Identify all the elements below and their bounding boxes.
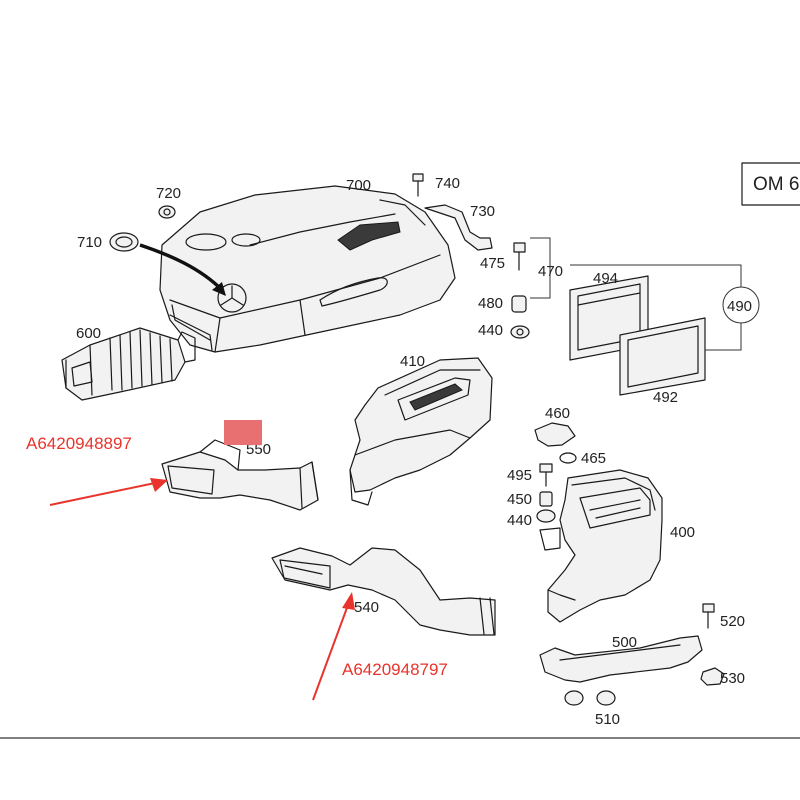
label-540: 540 (354, 599, 379, 616)
air-duct-550 (161, 439, 319, 511)
label-400: 400 (670, 524, 695, 541)
label-492: 492 (653, 389, 678, 406)
air-filter-housing-410 (349, 357, 493, 506)
air-duct-540 (271, 547, 496, 636)
engine-cover-700 (159, 185, 456, 353)
label-480: 480 (478, 295, 503, 312)
mount-510 (564, 690, 616, 706)
mount-440-lower (536, 509, 556, 523)
label-720: 720 (156, 185, 181, 202)
air-filter-housing-400 (539, 469, 663, 623)
emblem-710 (109, 232, 139, 252)
label-500: 500 (612, 634, 637, 651)
label-450: 450 (507, 491, 532, 508)
label-550: 550 (246, 441, 271, 458)
label-465: 465 (581, 450, 606, 467)
label-600: 600 (76, 325, 101, 342)
cover-emblem-arrow (139, 243, 224, 292)
bracket-500 (539, 635, 703, 683)
intake-duct-600 (61, 327, 196, 401)
nut-720 (158, 205, 176, 219)
label-475: 475 (480, 255, 505, 272)
label-490: 490 (727, 298, 752, 315)
bolt-520 (702, 603, 715, 629)
label-470: 470 (538, 263, 563, 280)
label-730: 730 (470, 203, 495, 220)
red-marker-square (224, 420, 262, 445)
label-410: 410 (400, 353, 425, 370)
engine-model-box: OM 6 (741, 162, 800, 206)
callout-arrow-upper (49, 478, 168, 506)
bolt-475 (513, 242, 526, 271)
part-number-callout-lower: A6420948797 (342, 660, 448, 679)
sensor-460 (534, 422, 576, 447)
label-710: 710 (77, 234, 102, 251)
grommet-480 (511, 295, 527, 313)
cover-emblem-arrowhead (212, 282, 226, 296)
part-number-callout-upper: A6420948897 (26, 434, 132, 453)
nut-530 (700, 667, 725, 686)
label-510: 510 (595, 711, 620, 728)
bolt-740 (412, 173, 424, 197)
label-740: 740 (435, 175, 460, 192)
label-530: 530 (720, 670, 745, 687)
label-494: 494 (593, 270, 618, 287)
callout-arrow-lower (312, 592, 355, 701)
label-440-upper: 440 (478, 322, 503, 339)
bracket-490 (570, 264, 760, 351)
mount-440-upper (510, 325, 530, 339)
label-495: 495 (507, 467, 532, 484)
label-460: 460 (545, 405, 570, 422)
filter-492 (619, 317, 706, 396)
sleeve-450 (539, 491, 553, 507)
label-520: 520 (720, 613, 745, 630)
ring-465 (559, 452, 577, 464)
bracket-470 (530, 237, 551, 299)
label-440-lower: 440 (507, 512, 532, 529)
label-700: 700 (346, 177, 371, 194)
engine-model-label: OM 6 (753, 174, 799, 195)
bracket-730 (424, 204, 493, 251)
bolt-495 (539, 463, 553, 487)
